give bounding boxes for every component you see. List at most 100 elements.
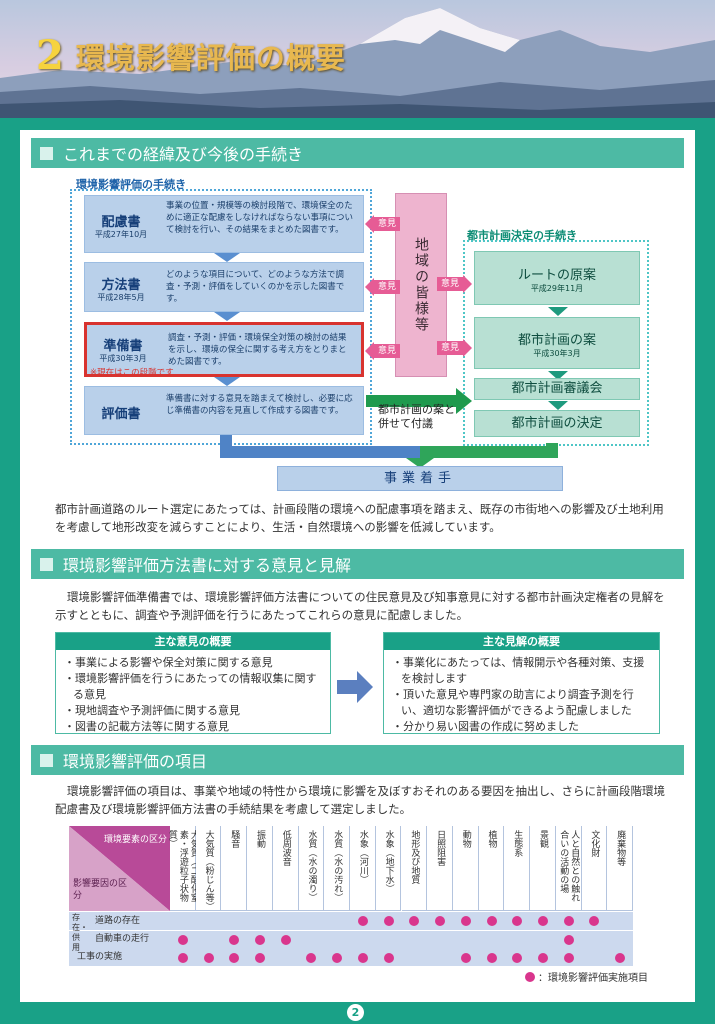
step-city-plan-decision: 都市計画の決定 <box>474 410 640 437</box>
evaluation-mark <box>537 916 548 926</box>
opinions-paragraph: 環境影響評価準備書では、環境影響評価方法書についての住民意見及び知事意見に対する… <box>55 590 665 622</box>
table-row <box>69 912 633 930</box>
section-heading-process: これまでの経緯及び今後の手続き <box>31 138 684 168</box>
page-header: 2 環境影響評価の概要 <box>0 0 715 118</box>
column-header-label: 地形及び地質 <box>409 830 420 884</box>
column-header: 大気質（粉じん等） <box>195 826 222 911</box>
evaluation-mark <box>332 953 343 963</box>
list-item: ・分かり易い図書の作成に努めました <box>392 720 579 733</box>
column-header-label: 文化財 <box>589 830 600 857</box>
square-bullet-icon <box>40 753 53 767</box>
column-header: 文化財 <box>581 826 608 911</box>
doc-box-hairyosho: 配慮書 平成27年10月 事業の位置・規模等の検討段階で、環境保全のために適正な… <box>84 195 364 253</box>
items-table: 環境要素の区分 影響要因の区分 存在・供用 道路の存在 自動車の走行 工事の実施… <box>69 826 633 966</box>
column-header: 生態系 <box>504 826 531 911</box>
evaluation-mark <box>460 953 471 963</box>
evaluation-mark <box>563 916 574 926</box>
evaluation-mark <box>435 916 446 926</box>
column-header-label: 人と自然との触れ合いの活動の場 <box>558 830 580 902</box>
evaluation-mark <box>255 953 266 963</box>
evaluation-mark <box>486 916 497 926</box>
evaluation-mark <box>615 953 626 963</box>
evaluation-mark <box>589 916 600 926</box>
list-item: ・図書の記載方法等に関する意見 <box>64 720 229 733</box>
evaluation-mark <box>512 953 523 963</box>
page-title: 環境影響評価の概要 <box>75 40 346 75</box>
page-number: 2 <box>347 1004 364 1021</box>
column-header: 人と自然との触れ合いの活動の場 <box>555 826 582 911</box>
evaluation-mark <box>255 935 266 945</box>
project-start-box: 事業着手 <box>277 466 563 491</box>
column-header-label: 景観 <box>537 830 548 848</box>
mountain-illustration <box>0 8 715 118</box>
column-header-label: 大気質（粉じん等） <box>203 830 214 911</box>
opinion-arrow-2: 意見 <box>365 278 401 296</box>
row-label: 工事の実施 <box>77 952 123 962</box>
section-heading-items: 環境影響評価の項目 <box>31 745 684 775</box>
opinion-arrow-4: 意見 <box>437 275 473 293</box>
opinion-arrow-3: 意見 <box>365 342 401 360</box>
process-paragraph: 都市計画道路のルート選定にあたっては、計画段階の環境への配慮事項を踏まえ、既存の… <box>55 502 664 534</box>
evaluation-mark <box>280 935 291 945</box>
eia-procedure-label: 環境影響評価の手続き <box>76 178 186 191</box>
flow-arrows <box>214 253 568 468</box>
legend-mark <box>525 971 535 982</box>
doc-box-hohosho: 方法書 平成28年5月 どのような項目について、どのような方法で調査・予測・評価… <box>84 262 364 312</box>
column-header: 水質（水の濁り） <box>298 826 325 911</box>
column-header-label: 生態系 <box>512 830 523 857</box>
column-header: 騒音 <box>221 826 248 911</box>
column-header-label: 水質（水の濁り） <box>306 830 317 902</box>
column-header-label: 動物 <box>460 830 471 848</box>
evaluation-mark <box>486 953 497 963</box>
column-header: 動物 <box>452 826 479 911</box>
column-header-label: 水質（水の汚れ） <box>332 830 343 902</box>
corner-top-label: 環境要素の区分 <box>103 835 167 845</box>
column-header-label: 振動 <box>255 830 266 848</box>
column-header-label: 日照阻害 <box>435 830 446 866</box>
column-header: 地形及び地質 <box>401 826 428 911</box>
evaluation-mark <box>383 916 394 926</box>
column-header: 日照阻害 <box>427 826 453 911</box>
current-stage-note: ※現在はこの段階です <box>90 368 174 378</box>
column-header-label: 大気質（二酸化窒素・浮遊粒子状物質） <box>166 830 199 902</box>
evaluation-mark <box>512 916 523 926</box>
row-label: 道路の存在 <box>95 916 141 926</box>
row-label: 自動車の走行 <box>95 934 150 944</box>
row-group-label: 存在・供用 <box>72 913 88 952</box>
evaluation-mark <box>229 935 240 945</box>
evaluation-mark <box>563 935 574 945</box>
step-city-plan-council: 都市計画審議会 <box>474 378 640 400</box>
column-header-label: 水象（地下水） <box>383 830 394 893</box>
column-header: 大気質（二酸化窒素・浮遊粒子状物質） <box>167 826 199 911</box>
doc-box-hyokasho: 評価書 準備書に対する意見を踏まえて検討し、必要に応じ準備書の内容を見直して作成… <box>84 386 364 435</box>
step-route-draft: ルートの原案 平成29年11月 <box>474 251 640 305</box>
column-header-label: 水象（河川） <box>357 830 368 884</box>
table-corner <box>69 826 170 911</box>
doc-box-junbisho: 準備書 平成30年3月 調査・予測・評価・環境保全対策の検討の結果を示し、環境の… <box>84 322 364 377</box>
column-header: 廃棄物等 <box>607 826 633 911</box>
column-header: 水象（河川） <box>350 826 376 911</box>
square-bullet-icon <box>40 557 53 571</box>
evaluation-mark <box>229 953 240 963</box>
evaluation-mark <box>203 953 214 963</box>
table-row <box>69 931 633 949</box>
evaluation-mark <box>357 916 368 926</box>
list-item: ・環境影響評価を行うにあたっての情報収集に関する意見 <box>64 672 317 701</box>
opinions-summary-box: 主な意見の概要 ・事業による影響や保全対策に関する意見 ・環境影響評価を行うにあ… <box>55 632 331 734</box>
table-row <box>69 949 633 966</box>
opinion-arrow-5: 意見 <box>437 339 473 357</box>
step-city-plan-draft: 都市計画の案 平成30年3月 <box>474 317 640 369</box>
evaluation-mark <box>537 953 548 963</box>
list-item: ・現地調査や予測評価に関する意見 <box>64 704 240 717</box>
evaluation-mark <box>177 953 188 963</box>
evaluation-mark <box>177 935 188 945</box>
square-bullet-icon <box>40 146 53 160</box>
corner-bottom-label: 影響要因の区分 <box>73 879 128 901</box>
column-header: 植物 <box>478 826 505 911</box>
combine-label: 都市計画の案と 併せて付議 <box>378 403 455 430</box>
evaluation-mark <box>409 916 420 926</box>
column-header-label: 植物 <box>486 830 497 848</box>
column-header: 振動 <box>247 826 273 911</box>
column-header-label: 廃棄物等 <box>615 830 626 866</box>
opinion-arrow-1: 意見 <box>365 215 401 233</box>
